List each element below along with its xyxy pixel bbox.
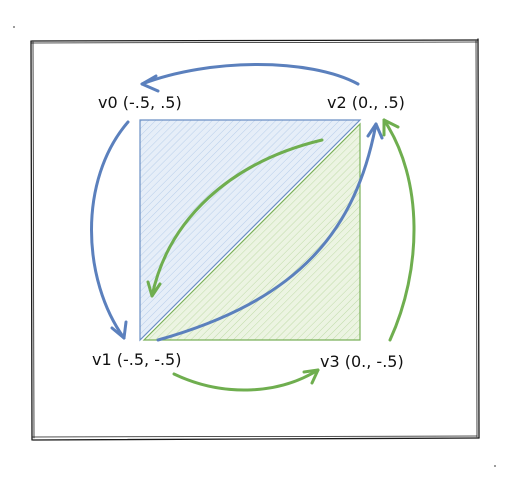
triangle-v1-v3-v2 <box>142 122 361 341</box>
arrow-v3-to-v2 <box>382 118 416 342</box>
arrow-v2-to-v0 <box>140 63 360 93</box>
arrow-v0-to-v1 <box>90 120 130 340</box>
vertex-label-v3: v3 (0., -.5) <box>320 352 404 371</box>
arrow-v2-to-v1 <box>146 138 324 298</box>
outer-frame <box>30 38 480 441</box>
vertex-label-v1: v1 (-.5, -.5) <box>92 350 181 369</box>
stray-dot <box>13 26 15 28</box>
vertex-label-v0: v0 (-.5, .5) <box>98 93 182 112</box>
stray-dot <box>494 465 496 467</box>
vertex-label-v2: v2 (0., .5) <box>327 93 405 112</box>
triangle-v0-v1-v2 <box>139 119 362 342</box>
arrow-v1-to-v2 <box>156 122 384 342</box>
arrow-v1-to-v3 <box>172 368 320 392</box>
